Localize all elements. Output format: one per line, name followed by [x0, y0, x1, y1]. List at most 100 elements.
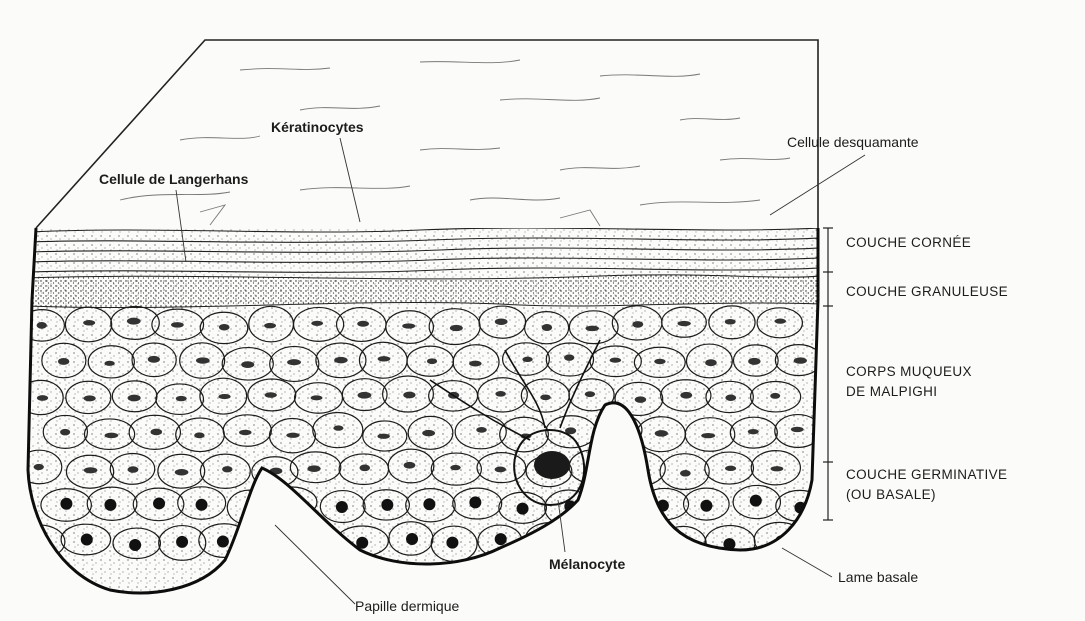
- label-langerhans: Cellule de Langerhans: [99, 172, 248, 186]
- cell-nucleus: [60, 498, 72, 510]
- cell-nucleus: [176, 396, 187, 401]
- cell-nucleus: [265, 533, 277, 545]
- cell-nucleus: [307, 465, 320, 472]
- cell-nucleus: [265, 392, 277, 397]
- cell-nucleus: [588, 466, 599, 471]
- cell-nucleus: [725, 395, 736, 401]
- cell-nucleus: [264, 323, 276, 328]
- cell-nucleus: [770, 393, 780, 399]
- cell-nucleus: [286, 495, 298, 507]
- cell-nucleus: [495, 318, 508, 324]
- cell-nucleus: [700, 500, 712, 512]
- cell-nucleus: [83, 320, 95, 325]
- cell-nucleus: [612, 501, 624, 513]
- cell-nucleus: [336, 501, 348, 513]
- cell-nucleus: [677, 321, 690, 326]
- cell-nucleus: [680, 392, 692, 399]
- cell-nucleus: [333, 425, 343, 430]
- cell-nucleus: [585, 326, 599, 332]
- cell-nucleus: [358, 392, 372, 399]
- cell-nucleus: [632, 321, 643, 328]
- cell-nucleus: [635, 396, 646, 402]
- cell-nucleus: [171, 322, 184, 328]
- surface-block: [36, 40, 818, 228]
- cell-nucleus: [314, 539, 326, 551]
- cell-nucleus: [239, 430, 251, 435]
- cell-nucleus: [794, 357, 807, 363]
- label-keratinocytes: Kératinocytes: [271, 120, 364, 134]
- layer-bracket: [823, 228, 833, 520]
- cell-nucleus: [84, 467, 98, 473]
- cell-nucleus: [517, 503, 529, 515]
- label-desquamante: Cellule desquamante: [787, 135, 919, 149]
- layer-granuleuse: COUCHE GRANULEUSE: [846, 285, 1008, 299]
- cell-nucleus: [32, 536, 44, 548]
- cell-nucleus: [476, 427, 487, 433]
- spinous-cell: [595, 414, 642, 446]
- cell-nucleus: [58, 358, 69, 365]
- cell-nucleus: [127, 318, 141, 325]
- cell-nucleus: [81, 534, 93, 546]
- cell-nucleus: [546, 532, 558, 544]
- cell-nucleus: [194, 432, 204, 438]
- cell-nucleus: [34, 464, 44, 470]
- cell-nucleus: [446, 537, 458, 549]
- cell-nucleus: [495, 467, 506, 473]
- cell-nucleus: [176, 536, 188, 548]
- cell-nucleus: [217, 536, 229, 548]
- cell-nucleus: [427, 358, 437, 364]
- layer-malpighi-line2: DE MALPIGHI: [846, 382, 972, 402]
- cell-nucleus: [311, 321, 323, 326]
- cell-nucleus: [357, 321, 369, 327]
- cell-nucleus: [495, 533, 507, 545]
- cell-nucleus: [654, 359, 665, 364]
- cell-nucleus: [701, 433, 715, 438]
- cell-nucleus: [423, 498, 435, 510]
- cell-nucleus: [791, 427, 804, 432]
- label-papille: Papille dermique: [355, 599, 459, 613]
- cell-nucleus: [105, 433, 119, 438]
- cell-nucleus: [287, 359, 301, 365]
- cell-nucleus: [495, 391, 505, 397]
- cell-nucleus: [542, 324, 552, 331]
- cell-nucleus: [402, 323, 415, 328]
- cell-nucleus: [540, 394, 550, 400]
- tissue-layers: [20, 220, 830, 600]
- cell-nucleus: [680, 470, 691, 477]
- layer-germinative-line2: (OU BASALE): [846, 485, 1007, 505]
- cell-nucleus: [175, 469, 189, 475]
- layer-germinative: COUCHE GERMINATIVE (OU BASALE): [846, 465, 1007, 505]
- cell-nucleus: [705, 359, 717, 366]
- basal-cell: [617, 524, 669, 557]
- cell-nucleus: [522, 357, 532, 362]
- cell-nucleus: [748, 358, 760, 365]
- cell-nucleus: [725, 466, 736, 471]
- cell-nucleus: [104, 361, 114, 366]
- cell-nucleus: [450, 465, 460, 470]
- layer-germinative-line1: COUCHE GERMINATIVE: [846, 465, 1007, 485]
- basal-cell: [595, 488, 639, 523]
- layer-malpighi-line1: CORPS MUQUEUX: [846, 362, 972, 382]
- cell-nucleus: [196, 499, 208, 511]
- cell-nucleus: [37, 395, 48, 401]
- cell-nucleus: [585, 391, 595, 397]
- cell-nucleus: [771, 466, 784, 471]
- cell-nucleus: [129, 539, 141, 551]
- cell-nucleus: [128, 466, 139, 473]
- cell-nucleus: [219, 324, 230, 331]
- cell-nucleus: [196, 357, 210, 363]
- cell-nucleus: [60, 429, 70, 436]
- cell-nucleus: [84, 395, 96, 401]
- cell-nucleus: [636, 466, 646, 472]
- cell-nucleus: [104, 499, 116, 511]
- cell-nucleus: [222, 466, 232, 472]
- cell-nucleus: [450, 325, 463, 331]
- cell-nucleus: [564, 354, 574, 360]
- label-melanocyte: Mélanocyte: [549, 557, 625, 571]
- cell-nucleus: [334, 357, 348, 363]
- basal-cell: [248, 521, 294, 556]
- cell-nucleus: [218, 394, 230, 399]
- cell-nucleus: [655, 430, 668, 437]
